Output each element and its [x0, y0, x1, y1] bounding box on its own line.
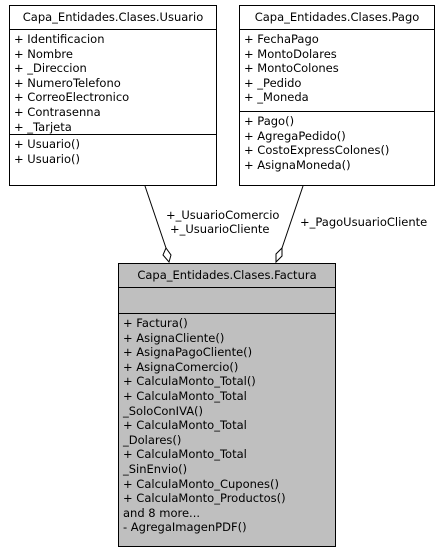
member-line: + AsignaComercio() — [123, 359, 239, 374]
member-line: + CalculaMonto_Total() — [123, 374, 256, 389]
class-title: Capa_Entidades.Clases.Usuario — [22, 10, 204, 24]
member-line: + _Direccion — [14, 61, 87, 76]
member-line: + MontoColones — [244, 61, 339, 76]
attributes-section: + FechaPago+ MontoDolares+ MontoColones+… — [240, 29, 434, 111]
class-title: Capa_Entidades.Clases.Factura — [137, 268, 317, 282]
member-line: + Identificacion — [14, 32, 105, 46]
methods-section: + Pago()+ AgregaPedido()+ CostoExpressCo… — [240, 111, 434, 175]
association-label-usuario-comercio: +_UsuarioComercio — [166, 208, 280, 222]
usuario-association-line — [144, 185, 167, 249]
member-line: + CalculaMonto_Cupones() — [123, 476, 279, 491]
member-line: + Usuario() — [14, 137, 80, 151]
member-line: + AsignaPagoCliente() — [123, 345, 253, 360]
member-line: + CalculaMonto_Productos() — [123, 491, 286, 506]
class-pago: Capa_Entidades.Clases.Pago + FechaPago+ … — [239, 5, 435, 186]
member-line: + FechaPago — [244, 32, 319, 46]
member-line: and 8 more... — [123, 505, 201, 520]
member-line: + NumeroTelefono — [14, 75, 121, 90]
class-title: Capa_Entidades.Clases.Pago — [254, 10, 420, 24]
member-line: + _Moneda — [244, 90, 309, 105]
class-usuario: Capa_Entidades.Clases.Usuario + Identifi… — [9, 5, 217, 186]
member-line: _SoloConIVA() — [123, 403, 204, 418]
class-factura: Capa_Entidades.Clases.Factura + Factura(… — [118, 263, 336, 547]
member-line: + _Pedido — [244, 75, 302, 90]
attributes-section: + Identificacion+ Nombre+ _Direccion+ Nu… — [10, 29, 216, 134]
member-line: + CalculaMonto_Total — [123, 447, 247, 462]
association-label-pago-usuario-cliente: +_PagoUsuarioCliente — [300, 215, 428, 229]
member-line: + Nombre — [14, 46, 73, 61]
member-line: + CalculaMonto_Total — [123, 388, 247, 403]
member-line: _Dolares() — [123, 432, 182, 447]
attributes-section — [119, 287, 335, 313]
member-line: + AgregaPedido() — [244, 128, 346, 143]
member-line: + Pago() — [244, 114, 295, 128]
member-line: - AgregaImagenPDF() — [123, 520, 247, 535]
aggregation-diamond-icon — [275, 246, 283, 264]
member-line: + MontoDolares — [244, 46, 337, 61]
member-line: + AsignaMoneda() — [244, 157, 351, 172]
member-line: _SinEnvio() — [123, 461, 188, 476]
member-line: + CostoExpressColones() — [244, 143, 390, 158]
methods-section: + Usuario()+ Usuario() — [10, 134, 216, 169]
member-line: + CalculaMonto_Total — [123, 418, 247, 433]
member-line: + _Tarjeta — [14, 119, 72, 134]
methods-section: + Factura()+ AsignaCliente()+ AsignaPago… — [119, 313, 335, 538]
member-line: + Contrasenna — [14, 104, 101, 119]
association-label-usuario-cliente: +_UsuarioCliente — [170, 222, 270, 236]
pago-association-line — [281, 185, 304, 249]
member-line: + AsignaCliente() — [123, 330, 225, 345]
aggregation-diamond-icon — [162, 246, 172, 264]
member-line: + Factura() — [123, 316, 188, 330]
member-line: + CorreoElectronico — [14, 90, 130, 105]
member-line: + Usuario() — [14, 151, 80, 166]
